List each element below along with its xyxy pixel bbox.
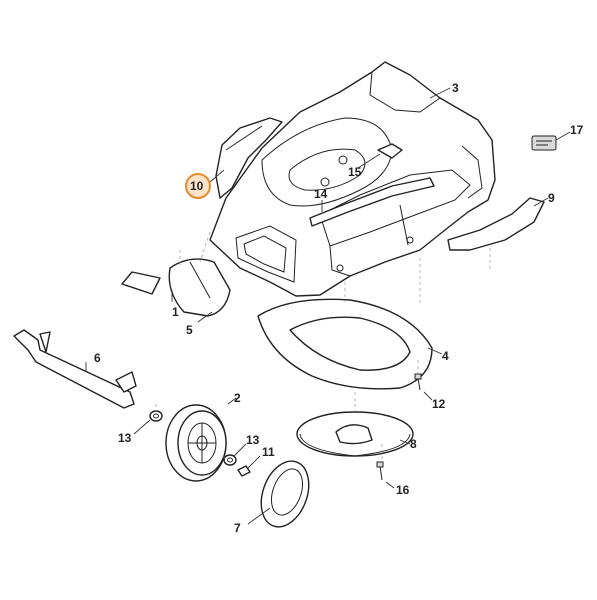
callout-7[interactable]: 7 [234, 521, 241, 535]
side-strip-part-9[interactable] [447, 197, 545, 270]
hubcap-part-7[interactable] [253, 455, 318, 534]
screw-part-16[interactable] [376, 461, 384, 481]
rear-rail-part-14[interactable] [309, 177, 435, 227]
callout-12[interactable]: 12 [432, 397, 446, 411]
mower-deck-housing[interactable] [209, 61, 496, 297]
wheel-part-2[interactable] [165, 404, 227, 482]
callout-10[interactable]: 10 [190, 179, 204, 193]
screw-part-11[interactable] [237, 465, 251, 477]
callout-9[interactable]: 9 [548, 191, 555, 205]
callout-15[interactable]: 15 [348, 165, 362, 179]
callout-1[interactable]: 1 [172, 305, 179, 319]
flap-part-1[interactable] [121, 271, 161, 295]
side-cover-part-10[interactable] [215, 117, 283, 199]
axle-part-6[interactable] [13, 329, 137, 409]
callout-4[interactable]: 4 [442, 349, 449, 363]
callout-5[interactable]: 5 [186, 323, 193, 337]
leader-lines [85, 87, 571, 525]
callout-13-left[interactable]: 13 [118, 431, 132, 445]
alignment-lines [155, 231, 421, 462]
callout-10-highlight [185, 173, 211, 199]
callout-2[interactable]: 2 [234, 391, 241, 405]
callout-16[interactable]: 16 [396, 483, 410, 497]
callout-labels: 3 17 9 10 15 14 1 5 4 6 2 12 13 13 8 11 … [94, 81, 584, 535]
callout-11[interactable]: 11 [262, 445, 275, 459]
clip-part-15[interactable] [377, 143, 403, 159]
washer-part-13-left[interactable] [149, 410, 163, 422]
callout-13-right[interactable]: 13 [246, 433, 260, 447]
washer-part-13-right[interactable] [223, 454, 237, 466]
callout-3[interactable]: 3 [452, 81, 459, 95]
callout-17[interactable]: 17 [570, 123, 584, 137]
callout-14[interactable]: 14 [314, 187, 328, 201]
baffle-part-4[interactable] [257, 298, 433, 390]
callout-6[interactable]: 6 [94, 351, 101, 365]
label-part-17[interactable] [531, 135, 557, 151]
callout-8[interactable]: 8 [410, 437, 417, 451]
screw-part-12[interactable] [414, 373, 422, 391]
disc-part-8[interactable] [296, 411, 414, 457]
